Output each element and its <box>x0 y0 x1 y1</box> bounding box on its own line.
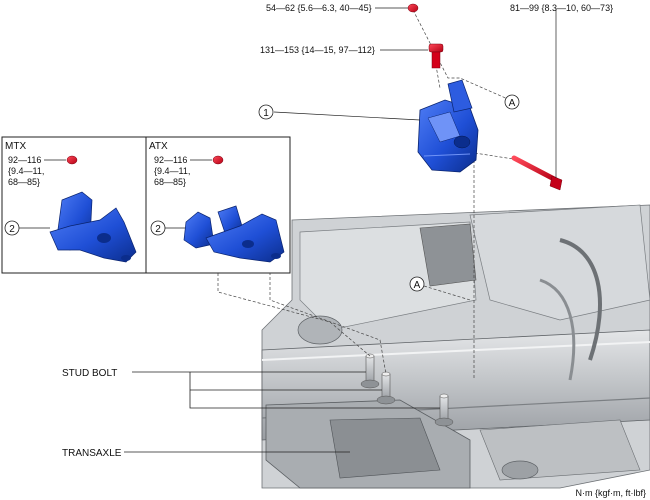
callout-1: 1 <box>258 104 274 120</box>
stud-bolt-2 <box>376 371 396 405</box>
point-a-marker-lower: A <box>409 276 425 292</box>
point-a-label-upper: A <box>509 98 516 109</box>
callout-2-mtx-number: 2 <box>9 224 15 235</box>
bracket-bolt <box>428 43 444 69</box>
mtx-torque-line1: 92—116 <box>8 155 41 165</box>
callout-1-number: 1 <box>263 108 269 119</box>
atx-torque-line2: {9.4—11, <box>154 166 190 176</box>
point-a-marker-upper: A <box>504 94 520 110</box>
atx-inset: ATX 92—116 {9.4—11, 68—85} 2 <box>149 141 285 263</box>
mtx-mount-bracket <box>49 191 137 263</box>
torque-label-through-bolt: 81—99 {8.3—10, 60—73} <box>510 3 613 13</box>
atx-torque-line1: 92—116 <box>154 155 187 165</box>
atx-nut <box>212 155 224 165</box>
atx-torque-line3: 68—85} <box>154 177 186 187</box>
mtx-torque-line2: {9.4—11, <box>8 166 44 176</box>
torque-leader-lines <box>273 7 557 178</box>
mtx-title: MTX <box>5 141 26 152</box>
mtx-nut <box>66 155 78 165</box>
bracket-nut <box>407 3 419 13</box>
callout-2-atx-number: 2 <box>155 224 161 235</box>
through-bolt <box>511 155 563 191</box>
engine-mount-bracket <box>417 79 479 173</box>
stud-bolt-label: STUD BOLT <box>62 368 117 379</box>
mtx-torque-line3: 68—85} <box>8 177 40 187</box>
callout-2-atx: 2 <box>150 220 186 236</box>
vehicle-body-illustration <box>261 204 650 489</box>
stud-bolt-leaders <box>132 371 440 409</box>
stud-bolt-3 <box>434 393 454 427</box>
atx-title: ATX <box>149 141 168 152</box>
transaxle-label: TRANSAXLE <box>62 448 122 459</box>
torque-label-bracket-nut: 54—62 {5.6—6.3, 40—45} <box>266 3 372 13</box>
torque-label-bracket-bolt: 131—153 {14—15, 97—112} <box>260 45 375 55</box>
stud-bolts <box>360 353 454 427</box>
point-a-label-lower: A <box>414 280 421 291</box>
atx-mount-bracket <box>183 205 285 263</box>
callout-2-mtx: 2 <box>4 220 50 236</box>
mtx-inset: MTX 92—116 {9.4—11, 68—85} 2 <box>4 141 137 263</box>
units-label: N·m {kgf·m, ft·lbf} <box>575 488 646 498</box>
